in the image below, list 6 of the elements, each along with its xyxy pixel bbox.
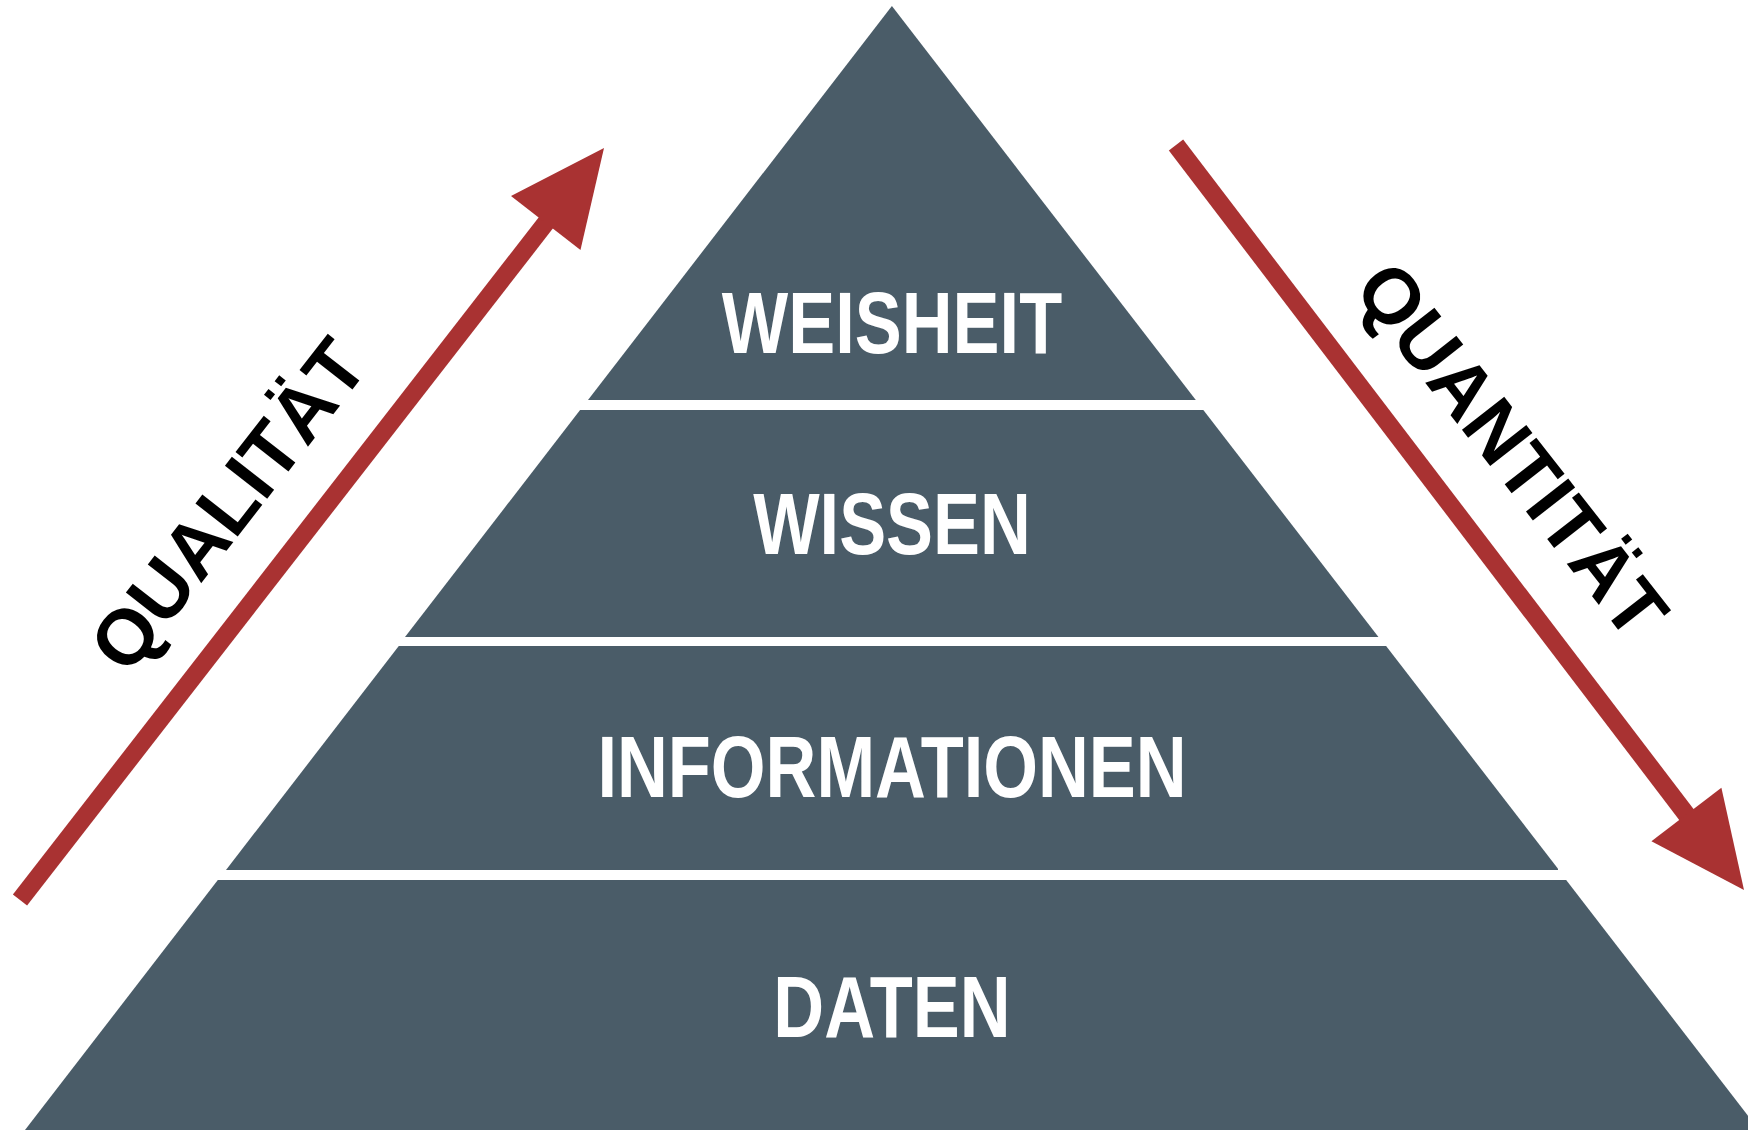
tier-label: DATEN — [773, 963, 1011, 1051]
pyramid-tier — [25, 880, 1748, 1130]
tier-label: WISSEN — [753, 480, 1031, 568]
tier-label: WEISHEIT — [721, 279, 1063, 367]
tier-label: INFORMATIONEN — [597, 723, 1187, 811]
pyramid-tier — [588, 6, 1196, 400]
